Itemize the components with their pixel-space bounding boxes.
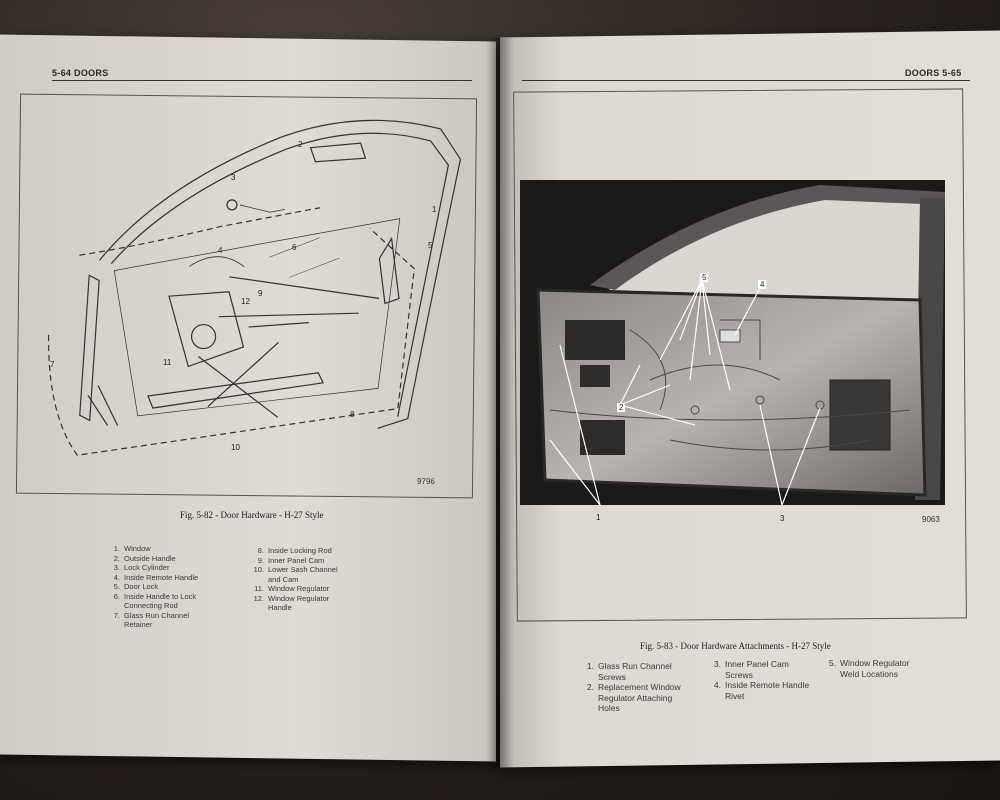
callout-2: 2 — [298, 140, 303, 149]
door-photo-illustration — [520, 180, 945, 505]
right-page-header: DOORS 5-65 — [905, 68, 962, 78]
left-page-header: 5-64 DOORS — [52, 68, 109, 78]
legend-item: 3.Inner Panel Cam Screws — [713, 659, 789, 680]
legend-item: 10.Lower Sash Channel and Cam — [253, 565, 338, 584]
left-figure-caption: Fig. 5-82 - Door Hardware - H-27 Style — [180, 510, 324, 520]
legend-item: 4.Inside Remote Handle Rivet — [713, 680, 810, 701]
door-photo — [520, 180, 945, 505]
left-figure-frame: 9796 — [15, 93, 478, 499]
legend-item: 1.Glass Run Channel Screws — [586, 661, 672, 682]
callout-6: 6 — [292, 243, 297, 252]
callout-7: 7 — [50, 360, 55, 369]
right-legend-col2: 3.Inner Panel Cam Screws 4.Inside Remote… — [707, 659, 809, 701]
right-legend-col3: 5.Window Regulator Weld Locations — [822, 658, 910, 679]
photo-callout-3: 3 — [780, 514, 785, 523]
book-gutter — [486, 38, 514, 768]
right-legend-col1: 1.Glass Run Channel Screws 2.Replacement… — [580, 661, 681, 714]
legend-item: 5.Door Lock — [113, 582, 159, 591]
door-hardware-line-drawing — [47, 119, 462, 456]
legend-item: 7.Glass Run Channel Retainer — [113, 610, 190, 630]
right-figure-caption: Fig. 5-83 - Door Hardware Attachments - … — [640, 641, 831, 651]
legend-item: 6.Inside Handle to Lock Connecting Rod — [113, 591, 197, 611]
callout-4: 4 — [218, 246, 223, 255]
photo-callout-2: 2 — [617, 403, 626, 412]
legend-item: 3.Lock Cylinder — [113, 563, 170, 572]
photo-callout-4: 4 — [758, 280, 767, 289]
callout-8: 8 — [350, 410, 355, 419]
legend-item: 5.Window Regulator Weld Locations — [828, 658, 910, 679]
legend-item: 4.Inside Remote Handle — [113, 572, 199, 582]
left-figure-number: 9796 — [417, 476, 435, 486]
right-figure-number: 9063 — [922, 515, 940, 524]
right-header-rule — [522, 80, 970, 81]
left-legend-col2: 8.Inside Locking Rod 9.Inner Panel Cam 1… — [252, 546, 338, 613]
legend-item: 12.Window Regulator Handle — [253, 593, 330, 613]
photo-callout-5: 5 — [700, 273, 709, 282]
callout-10: 10 — [231, 443, 240, 452]
legend-item: 9.Inner Panel Cam — [257, 555, 325, 565]
left-header-rule — [52, 80, 472, 81]
legend-item: 11.Window Regulator — [254, 584, 330, 593]
photo-callout-1: 1 — [596, 513, 601, 522]
legend-item: 2.Replacement Window Regulator Attaching… — [586, 682, 681, 713]
legend-item: 8.Inside Locking Rod — [257, 546, 332, 555]
callout-5: 5 — [428, 241, 433, 250]
legend-item: 2.Outside Handle — [113, 553, 176, 563]
left-legend-col1: 1.Window 2.Outside Handle 3.Lock Cylinde… — [108, 544, 198, 630]
legend-item: 1.Window — [113, 544, 151, 553]
callout-9: 9 — [258, 289, 263, 298]
callout-12: 12 — [241, 297, 250, 306]
callout-1: 1 — [432, 205, 437, 214]
callout-3: 3 — [231, 173, 236, 182]
callout-11: 11 — [163, 358, 172, 367]
